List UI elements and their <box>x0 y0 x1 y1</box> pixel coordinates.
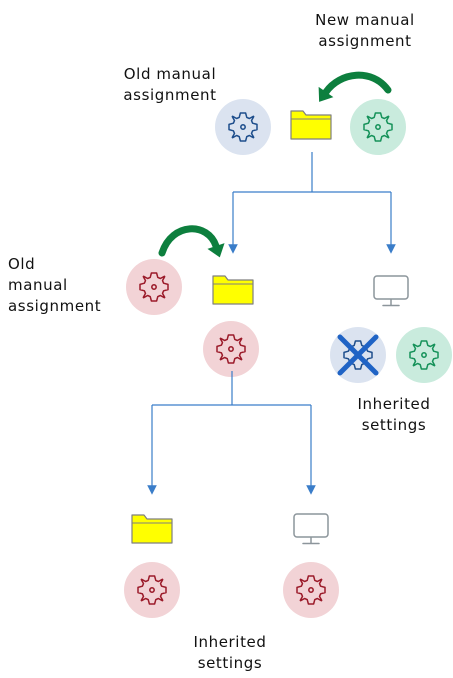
monitor-icon <box>293 513 329 545</box>
assignment-arrow-mid <box>158 225 225 258</box>
new-manual-assignment-line2: assignment <box>318 32 412 50</box>
old-manual-assignment-mid-line2: manual <box>8 276 68 294</box>
inherited-settings-bottom-line2: settings <box>197 654 263 672</box>
old-manual-assignment-top-label: Old manual assignment <box>108 64 232 106</box>
assignment-arrow-top <box>318 71 392 102</box>
inherited-policy-device <box>396 327 452 383</box>
inherited-policy-mid-folder <box>203 321 259 377</box>
inherited-settings-right-label: Inherited settings <box>339 394 449 436</box>
new-manual-assignment-line1: New manual <box>315 11 415 29</box>
inherited-settings-right-line2: settings <box>361 416 427 434</box>
inherited-settings-right-line1: Inherited <box>357 395 431 413</box>
folder-icon <box>290 110 332 140</box>
old-policy-top <box>215 99 271 155</box>
monitor-icon <box>373 275 409 307</box>
old-policy-mid <box>126 259 182 315</box>
new-policy-top <box>350 99 406 155</box>
inherited-settings-bottom-line1: Inherited <box>193 633 267 651</box>
folder-icon <box>131 514 173 544</box>
folder-icon <box>212 275 254 305</box>
old-manual-assignment-mid-label: Old manual assignment <box>8 254 132 317</box>
old-manual-assignment-mid-line3: assignment <box>8 297 102 315</box>
old-manual-assignment-mid-line1: Old <box>8 255 36 273</box>
inherited-settings-bottom-label: Inherited settings <box>170 632 290 674</box>
new-manual-assignment-label: New manual assignment <box>303 10 427 52</box>
old-manual-assignment-top-line1: Old manual <box>123 65 217 83</box>
inherited-policy-bottom-device <box>283 562 339 618</box>
cross-icon <box>337 334 379 376</box>
old-manual-assignment-top-line2: assignment <box>123 86 217 104</box>
inherited-policy-bottom-folder <box>124 562 180 618</box>
